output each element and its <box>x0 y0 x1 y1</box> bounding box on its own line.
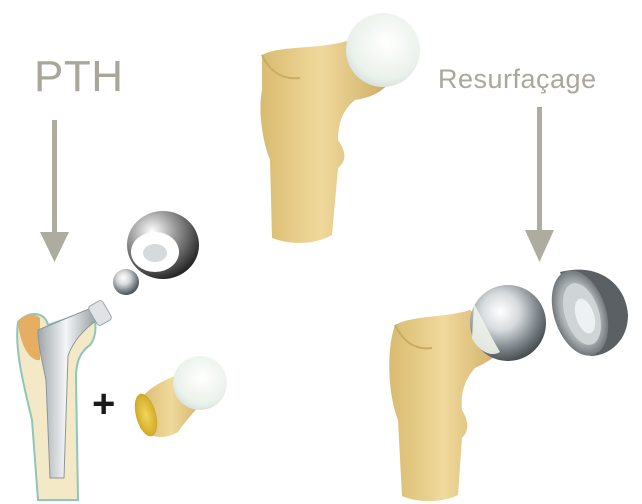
acetabular-liner-cup-icon <box>127 211 199 279</box>
resected-femoral-head-icon <box>131 356 227 439</box>
metal-resurfacing-cap-icon <box>470 285 546 361</box>
intact-femur-icon <box>260 13 420 243</box>
metal-acetabular-cup-icon <box>542 263 628 363</box>
arrow-down-icon <box>525 107 554 262</box>
arrow-down-icon <box>40 120 69 262</box>
hip-stem-prosthesis-icon <box>17 299 112 500</box>
ceramic-head-ball-icon <box>113 269 139 295</box>
